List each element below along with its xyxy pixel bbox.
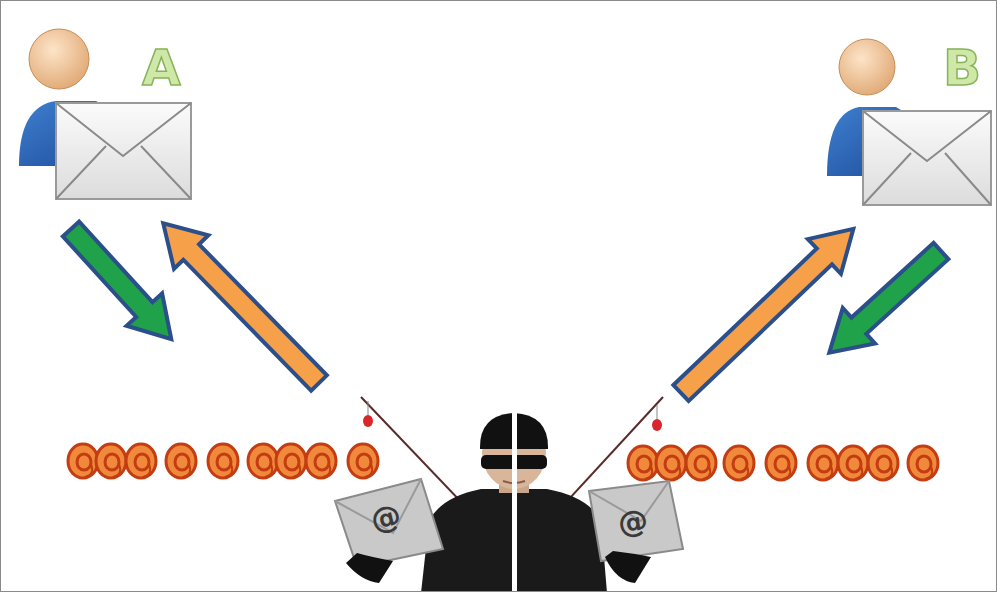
email-symbol (126, 444, 156, 478)
hacker-envelope (589, 481, 683, 583)
bobber (363, 415, 373, 427)
email-symbol (276, 444, 306, 478)
email-symbol (908, 446, 938, 480)
email-symbol (208, 444, 238, 478)
envelope-body (863, 111, 991, 205)
rod-string (657, 405, 658, 419)
email-symbol (68, 444, 98, 478)
person-letter: B (943, 43, 981, 93)
hacker-envelope (335, 479, 443, 583)
envelope-body (589, 481, 683, 561)
email-symbol-row (628, 446, 938, 480)
envelope-icon (863, 111, 991, 205)
envelope-icon (56, 103, 191, 199)
gloved-hand (605, 551, 651, 583)
person-node: B (825, 37, 993, 207)
person-node: A (16, 29, 194, 201)
email-symbol (838, 446, 868, 480)
email-symbol (766, 446, 796, 480)
email-symbol (686, 446, 716, 480)
email-symbol-row (68, 444, 378, 478)
orange-arrow (664, 211, 869, 410)
person-head (29, 29, 89, 89)
email-at-sign: @ (616, 505, 650, 539)
gloved-hand (346, 553, 393, 583)
hacker-figure (421, 411, 607, 592)
email-symbol (166, 444, 196, 478)
envelope-flap (863, 111, 991, 205)
email-symbol (868, 446, 898, 480)
envelope-body (335, 479, 443, 567)
email-symbol (628, 446, 658, 480)
split-line (512, 411, 517, 592)
email-symbol (248, 444, 278, 478)
envelope-flap (56, 103, 191, 199)
orange-arrow (146, 207, 336, 400)
email-symbol (306, 444, 336, 478)
envelope-body (56, 103, 191, 199)
email-symbol (724, 446, 754, 480)
email-symbol (96, 444, 126, 478)
email-symbol (808, 446, 838, 480)
email-symbol (348, 444, 378, 478)
green-arrow (813, 233, 957, 370)
email-symbol (656, 446, 686, 480)
rod-string (368, 401, 369, 415)
bobber (652, 419, 662, 431)
person-letter: A (142, 43, 181, 93)
person-head (839, 39, 895, 95)
